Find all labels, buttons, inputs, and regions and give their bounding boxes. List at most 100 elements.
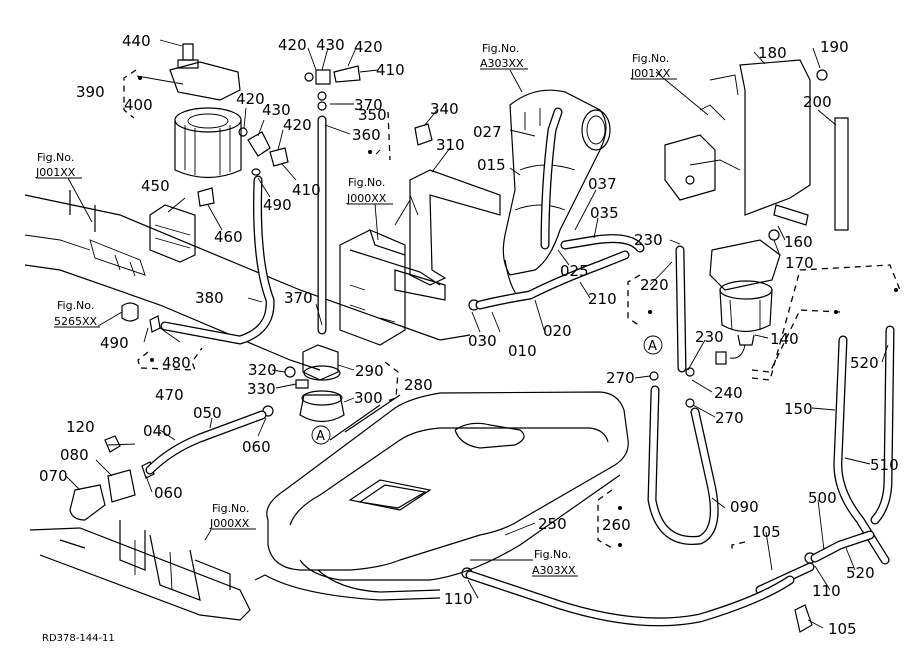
figref-j001-left: Fig.No. J001XX xyxy=(35,151,82,179)
part-label-230a: 230 xyxy=(634,231,663,249)
part-label-470: 470 xyxy=(155,386,184,404)
part-label-105a: 105 xyxy=(752,523,781,541)
part-label-390: 390 xyxy=(76,83,105,101)
part-label-520b: 520 xyxy=(846,564,875,582)
part-label-230b: 230 xyxy=(695,328,724,346)
part-label-520a: 520 xyxy=(850,354,879,372)
part-label-220: 220 xyxy=(640,276,669,294)
section-mark-a-pump: A xyxy=(316,429,325,444)
part-label-350: 350 xyxy=(358,106,387,124)
frame-left-drawing xyxy=(24,190,471,371)
figref-a303-top: Fig.No. A303XX xyxy=(480,42,528,70)
part-label-020: 020 xyxy=(543,322,572,340)
part-label-370b: 370 xyxy=(284,289,313,307)
part-label-500: 500 xyxy=(808,489,837,507)
fuel-filter-left-drawing xyxy=(169,43,242,179)
svg-text:A303XX: A303XX xyxy=(532,564,576,577)
bracket-center-drawing xyxy=(339,169,501,346)
part-label-090: 090 xyxy=(730,498,759,516)
svg-text:Fig.No.: Fig.No. xyxy=(482,42,519,55)
part-label-490a: 490 xyxy=(263,196,292,214)
part-label-170: 170 xyxy=(785,254,814,272)
section-mark-circles xyxy=(311,335,663,445)
svg-text:Fig.No.: Fig.No. xyxy=(632,52,669,65)
part-label-110b: 110 xyxy=(812,582,841,600)
leader-lines xyxy=(64,39,889,629)
callout-brackets xyxy=(123,69,901,552)
part-label-240: 240 xyxy=(714,384,743,402)
part-label-300: 300 xyxy=(354,389,383,407)
part-label-180: 180 xyxy=(758,44,787,62)
clamps-drawing xyxy=(69,299,816,633)
part-label-400: 400 xyxy=(124,96,153,114)
feed-pump-drawing xyxy=(284,344,345,423)
figref-5265: Fig.No. 5265XX xyxy=(54,299,100,328)
part-label-040: 040 xyxy=(143,422,172,440)
part-label-030: 030 xyxy=(468,332,497,350)
part-label-440: 440 xyxy=(122,32,151,50)
svg-text:Fig.No.: Fig.No. xyxy=(37,151,74,164)
part-label-490b: 490 xyxy=(100,334,129,352)
part-label-410a: 410 xyxy=(376,61,405,79)
svg-text:J001XX: J001XX xyxy=(630,67,671,80)
part-label-037: 037 xyxy=(588,175,617,193)
fuel-filter-right-drawing xyxy=(709,204,809,365)
figref-j000-mid: Fig.No. J000XX xyxy=(346,176,393,205)
fittings-top-drawing xyxy=(197,65,433,207)
part-label-370a: 370 xyxy=(354,96,383,114)
part-label-050: 050 xyxy=(193,404,222,422)
bracket-right-drawing xyxy=(664,59,849,231)
svg-text:Fig.No.: Fig.No. xyxy=(212,502,249,515)
part-label-310: 310 xyxy=(436,136,465,154)
part-label-270a: 270 xyxy=(606,369,635,387)
part-label-010: 010 xyxy=(508,342,537,360)
section-mark-a-filter: A xyxy=(648,339,657,354)
part-label-035: 035 xyxy=(590,204,619,222)
part-label-360: 360 xyxy=(352,126,381,144)
bracket-dots xyxy=(138,76,898,547)
part-label-110a: 110 xyxy=(444,590,473,608)
part-label-380: 380 xyxy=(195,289,224,307)
part-label-430b: 430 xyxy=(262,101,291,119)
part-label-080: 080 xyxy=(60,446,89,464)
part-label-340: 340 xyxy=(430,100,459,118)
part-label-150: 150 xyxy=(784,400,813,418)
section-marks: A A xyxy=(316,339,657,444)
part-label-250: 250 xyxy=(538,515,567,533)
figure-references: Fig.No. A303XX Fig.No. J001XX Fig.No. J0… xyxy=(35,42,677,577)
part-label-480: 480 xyxy=(162,354,191,372)
line-art xyxy=(24,39,901,633)
part-label-420a: 420 xyxy=(278,36,307,54)
svg-text:J000XX: J000XX xyxy=(346,192,387,205)
figref-j001-right: Fig.No. J001XX xyxy=(630,52,677,80)
svg-text:5265XX: 5265XX xyxy=(54,315,98,328)
part-label-105b: 105 xyxy=(828,620,857,638)
part-label-210: 210 xyxy=(588,290,617,308)
part-label-420d: 420 xyxy=(283,116,312,134)
fuel-tank-drawing xyxy=(254,391,629,601)
part-label-270b: 270 xyxy=(715,409,744,427)
hoses-drawing xyxy=(145,107,895,627)
svg-text:J001XX: J001XX xyxy=(35,166,76,179)
figref-a303-bottom: Fig.No. A303XX xyxy=(532,548,578,577)
part-label-027: 027 xyxy=(473,123,502,141)
part-label-120: 120 xyxy=(66,418,95,436)
part-label-060a: 060 xyxy=(242,438,271,456)
part-labels: 440 390 400 420 430 420 410 370 360 350 … xyxy=(39,32,899,638)
part-label-260: 260 xyxy=(602,516,631,534)
svg-text:A303XX: A303XX xyxy=(480,57,524,70)
part-label-280: 280 xyxy=(404,376,433,394)
frame-lower-left-drawing xyxy=(29,520,251,621)
part-label-330: 330 xyxy=(247,380,276,398)
part-label-430a: 430 xyxy=(316,36,345,54)
part-label-450: 450 xyxy=(141,177,170,195)
svg-text:Fig.No.: Fig.No. xyxy=(57,299,94,312)
part-label-190: 190 xyxy=(820,38,849,56)
part-label-410b: 410 xyxy=(292,181,321,199)
part-label-460: 460 xyxy=(214,228,243,246)
svg-text:J000XX: J000XX xyxy=(209,517,250,530)
part-label-420c: 420 xyxy=(236,90,265,108)
part-label-015: 015 xyxy=(477,156,506,174)
